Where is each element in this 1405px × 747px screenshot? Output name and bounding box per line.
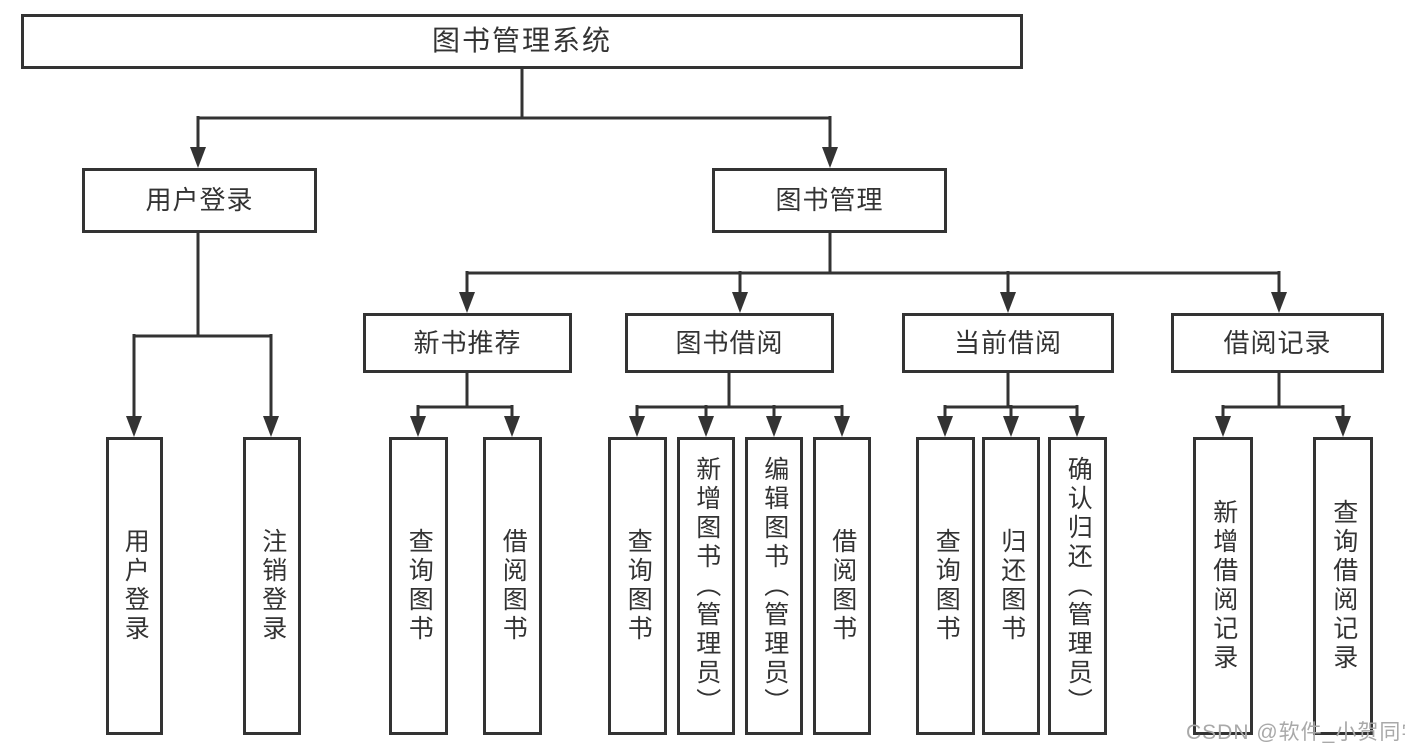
node-borrowing-records: 借阅记录 [1171,313,1384,373]
leaf-borrow-books: 借阅图书 [813,437,871,735]
node-new-book-recommendation: 新书推荐 [363,313,572,373]
node-root-library-system: 图书管理系统 [21,14,1023,69]
node-book-borrowing: 图书借阅 [625,313,834,373]
leaf-add-borrow-record: 新增借阅记录 [1193,437,1253,735]
leaf-add-books-admin: 新增图书（管理员） [677,437,735,735]
leaf-return-books: 归还图书 [982,437,1040,735]
node-book-management: 图书管理 [712,168,947,233]
leaf-user-login: 用户登录 [106,437,163,735]
csdn-watermark: CSDN @软件_小贺同学 [1186,721,1405,744]
leaf-query-books-current: 查询图书 [916,437,975,735]
leaf-logout: 注销登录 [243,437,301,735]
leaf-edit-books-admin: 编辑图书（管理员） [745,437,803,735]
leaf-query-books-borrow: 查询图书 [608,437,667,735]
leaf-borrow-books-recommend: 借阅图书 [483,437,542,735]
node-user-login: 用户登录 [82,168,317,233]
leaf-query-books-recommend: 查询图书 [389,437,448,735]
leaf-confirm-return-admin: 确认归还（管理员） [1048,437,1107,735]
leaf-query-borrow-record: 查询借阅记录 [1313,437,1373,735]
node-current-borrowing: 当前借阅 [902,313,1114,373]
